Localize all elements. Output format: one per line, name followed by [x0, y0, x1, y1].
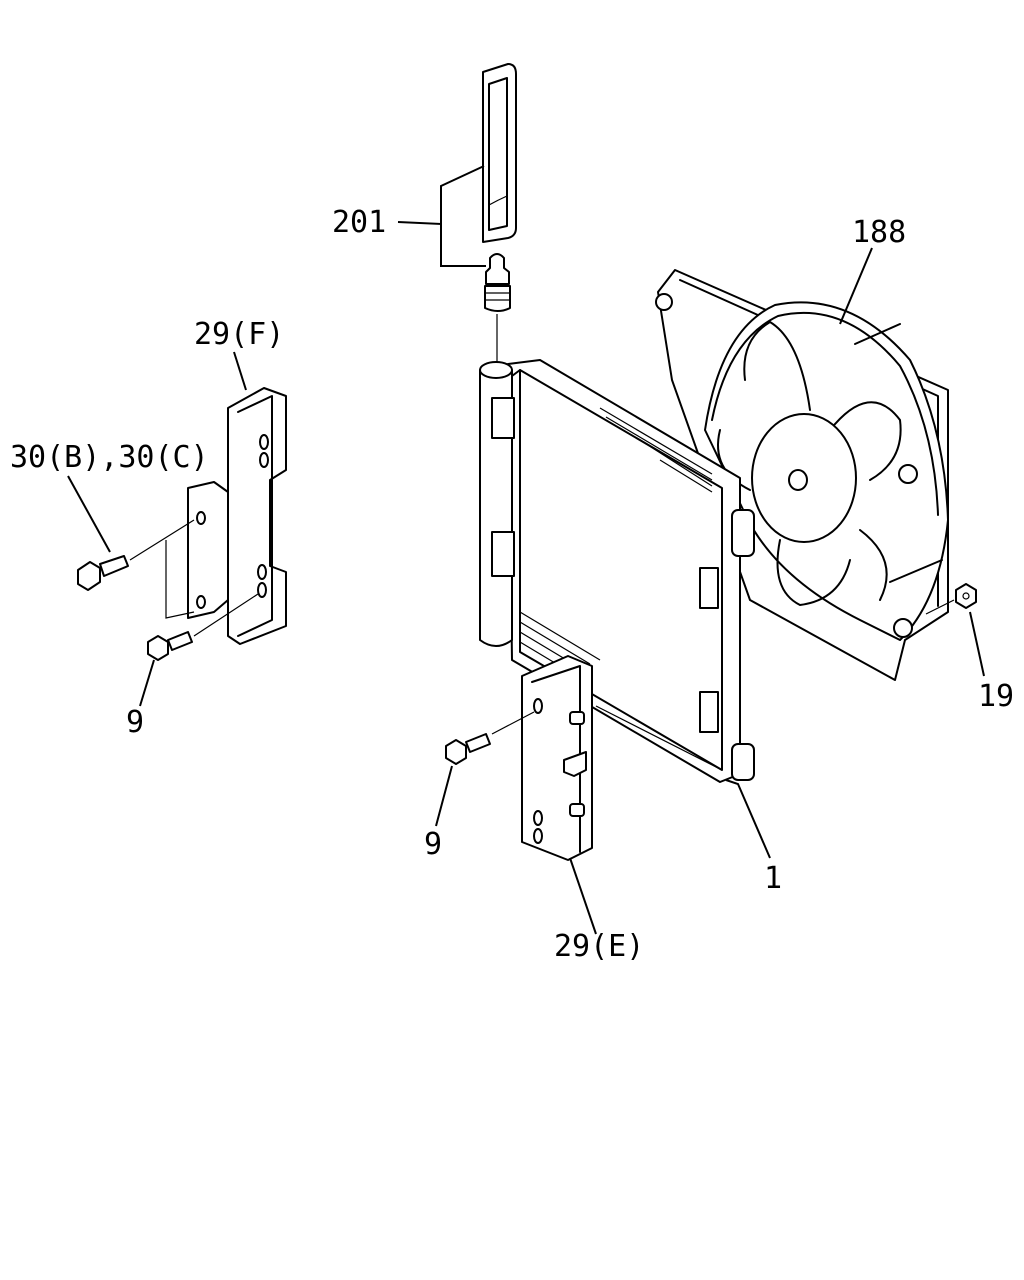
callout-201: 201: [332, 205, 386, 240]
bolt-30: [77, 555, 129, 591]
leader-19: [969, 611, 985, 677]
bolt-9-left: [147, 631, 193, 661]
leader-9-center: [435, 765, 453, 827]
fan-blades: [717, 321, 902, 606]
leader-29f: [233, 351, 247, 391]
bracket-29e: [521, 655, 593, 861]
callout-29f: 29(F): [194, 317, 284, 352]
nut-19: [955, 583, 977, 609]
receiver-drier-tank: [479, 361, 515, 647]
leader-201-valve: [440, 224, 486, 267]
leader-30: [67, 475, 111, 553]
callout-30: 30(B),30(C): [10, 440, 209, 475]
callout-19: 19: [978, 679, 1014, 714]
callout-29e: 29(E): [554, 929, 644, 964]
receiver-valve: [484, 253, 511, 312]
bolt-9-center: [445, 733, 491, 765]
leader-1: [725, 779, 771, 859]
bracket-29f: [187, 387, 287, 645]
fan-hub: [751, 413, 857, 543]
leader-29e: [569, 857, 597, 935]
label-strip: [482, 63, 517, 243]
callout-1: 1: [764, 861, 782, 896]
callout-9-left: 9: [126, 705, 144, 740]
callout-9-center: 9: [424, 827, 442, 862]
leader-9-left: [139, 659, 155, 707]
callout-188: 188: [852, 215, 906, 250]
condenser-brackets: [699, 509, 755, 781]
leader-188: [839, 247, 873, 325]
leader-201: [397, 165, 485, 226]
